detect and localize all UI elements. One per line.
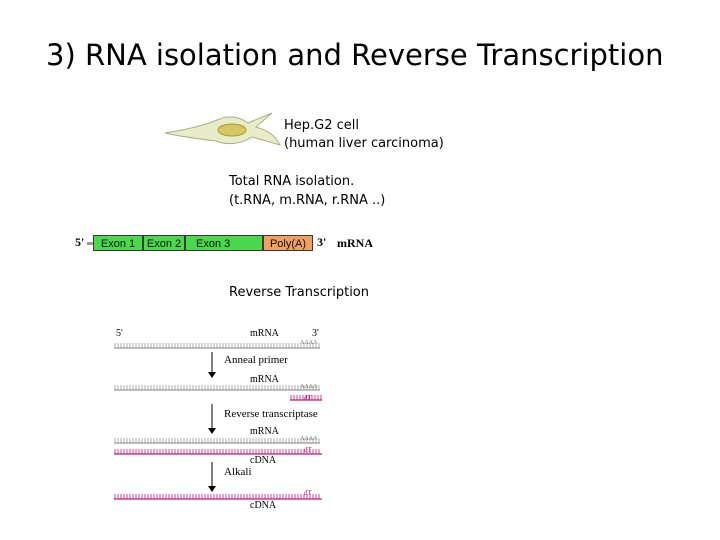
- mrna-five-prime-label: 5': [75, 235, 85, 249]
- hepg2-cell-illustration: [164, 112, 281, 146]
- lane-1-mrna-strand: [114, 343, 320, 349]
- lane-3-mrna-label: mRNA: [250, 426, 279, 437]
- slide-title: 3) RNA isolation and Reverse Transcripti…: [46, 38, 664, 72]
- lane-2-mrna-strand: [114, 385, 320, 391]
- lane-2-primer-label: dT: [304, 394, 312, 402]
- lane-2-mrna-label: mRNA: [250, 374, 279, 385]
- lane-3-cdna-label: cDNA: [250, 455, 277, 466]
- reverse-transcription-label: Reverse Transcription: [229, 285, 369, 300]
- exon-3-segment: Exon 3: [185, 235, 263, 251]
- mrna-5prime-cap: [87, 242, 93, 245]
- mrna-label: mRNA: [337, 236, 373, 250]
- arrow-step-3: [208, 462, 216, 492]
- exon-1-segment: Exon 1: [93, 235, 143, 251]
- poly-a-segment: Poly(A): [263, 235, 313, 251]
- lane-2-polya-tail: AAAA: [300, 384, 318, 390]
- arrow-step-2: [208, 404, 216, 434]
- lane-4-primer-label: dT: [304, 489, 312, 497]
- lane-4-cdna-label: cDNA: [250, 500, 277, 511]
- arrow-step-1: [208, 352, 216, 378]
- reverse-transcription-diagram: 5' 3' mRNA AAAA Anneal primer mRNA AAAA …: [110, 328, 350, 538]
- step-reverse-transcriptase: Reverse transcriptase: [224, 408, 318, 420]
- cell-description: (human liver carcinoma): [284, 136, 444, 151]
- exon-2-segment: Exon 2: [143, 235, 185, 251]
- rt-three-prime-label: 3': [312, 328, 319, 339]
- lane-4-cdna-strand: [114, 494, 322, 500]
- lane-3-primer-label: dT: [304, 446, 312, 454]
- total-rna-heading: Total RNA isolation.: [229, 174, 355, 189]
- mrna-three-prime-label: 3': [317, 235, 327, 249]
- lane-1-polya-tail: AAAA: [300, 340, 318, 346]
- step-alkali: Alkali: [224, 466, 252, 478]
- cell-name: Hep.G2 cell: [284, 118, 360, 133]
- lane-1-mrna-label: mRNA: [250, 328, 279, 339]
- step-anneal-primer: Anneal primer: [224, 354, 288, 366]
- total-rna-types: (t.RNA, m.RNA, r.RNA ..): [229, 193, 386, 208]
- rt-strands-svg: [114, 343, 322, 500]
- cell-label: Hep.G2 cell (human liver carcinoma): [284, 117, 444, 153]
- rt-five-prime-label: 5': [116, 328, 123, 339]
- total-rna-label: Total RNA isolation. (t.RNA, m.RNA, r.RN…: [229, 172, 385, 210]
- lane-3-mrna-strand: [114, 438, 320, 444]
- lane-3-polya-tail: AAAA: [300, 436, 318, 442]
- lane-2-primer-strand: [290, 395, 322, 401]
- lane-3-cdna-strand: [114, 449, 322, 455]
- mrna-structure-diagram: 5' Exon 1 Exon 2 Exon 3 Poly(A) 3' mRNA: [75, 235, 395, 253]
